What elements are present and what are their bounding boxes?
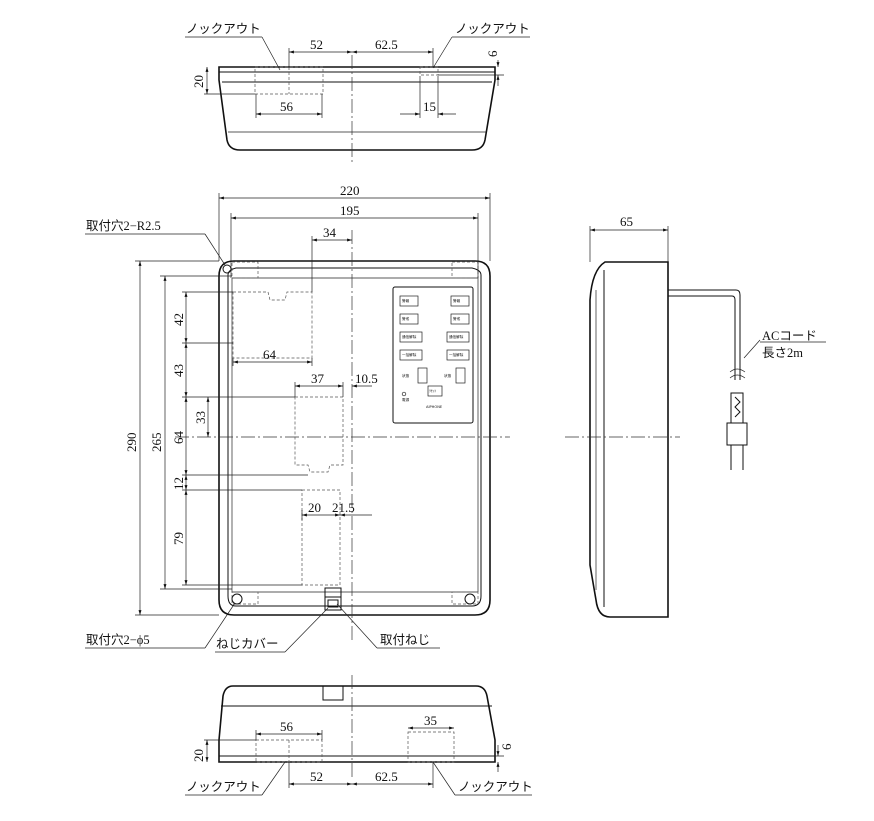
control-panel: 警報 警報 警戒 警戒 通信解除 通信解除 一括解除 一括解除 状態 状態 ﾘｾ… — [392, 286, 474, 424]
label-knockout-top-right: ノックアウト — [455, 22, 530, 36]
bottom-view: 56 35 20 6 52 62.5 ノックアウト ノックアウト — [185, 675, 533, 796]
dim-bottom-56: 56 — [280, 719, 294, 734]
panel-btn-4: 警戒 — [453, 316, 461, 321]
dim-bottom-20: 20 — [191, 749, 206, 762]
panel-btn-2: 警報 — [453, 298, 461, 303]
dim-top-62-5: 62.5 — [375, 37, 398, 52]
dim-bottom-52: 52 — [310, 769, 323, 784]
label-screw-cover: ねじカバー — [216, 637, 279, 651]
dim-height-265: 265 — [149, 433, 164, 453]
dim-height-290: 290 — [124, 433, 139, 453]
dim-33: 33 — [193, 411, 208, 424]
dim-79: 79 — [171, 532, 186, 545]
label-mount-hole-phi: 取付穴2−ϕ5 — [86, 632, 150, 647]
dim-12: 12 — [171, 477, 186, 490]
panel-brand: AIPHONE — [426, 405, 443, 409]
panel-btn-8: 一括解除 — [449, 352, 464, 357]
front-view: 警報 警報 警戒 警戒 通信解除 通信解除 一括解除 一括解除 状態 状態 ﾘｾ… — [85, 183, 510, 653]
panel-status-2: 状態 — [444, 373, 452, 378]
panel-reset: ﾘｾｯﾄ — [429, 388, 436, 393]
dim-64-vertical: 64 — [171, 431, 186, 445]
label-knockout-bottom-right: ノックアウト — [458, 780, 533, 794]
label-knockout-top-left: ノックアウト — [186, 22, 261, 36]
dim-top-6: 6 — [485, 50, 500, 57]
panel-power: 電源 — [402, 397, 410, 402]
dim-top-20: 20 — [191, 75, 206, 88]
dim-bottom-35: 35 — [424, 713, 437, 728]
dim-64: 64 — [263, 347, 277, 362]
dim-10-5: 10.5 — [355, 371, 378, 386]
dim-top-52: 52 — [310, 37, 323, 52]
dim-37: 37 — [311, 371, 325, 386]
dim-bottom-62-5: 62.5 — [375, 769, 398, 784]
panel-btn-3: 警戒 — [402, 316, 410, 321]
dim-width-195: 195 — [340, 203, 360, 218]
dim-21-5: 21.5 — [332, 500, 355, 515]
label-mount-screw: 取付ねじ — [380, 633, 430, 647]
dim-top-15: 15 — [423, 99, 436, 114]
dim-43: 43 — [171, 364, 186, 377]
dim-bottom-6: 6 — [499, 743, 514, 750]
dim-34: 34 — [323, 225, 337, 240]
panel-btn-5: 通信解除 — [402, 334, 417, 339]
panel-status-1: 状態 — [402, 373, 410, 378]
label-ac-cord: ACコード — [762, 329, 817, 343]
dim-depth-65: 65 — [620, 214, 633, 229]
label-mount-hole-r: 取付穴2−R2.5 — [86, 218, 161, 233]
dim-width-220: 220 — [340, 183, 360, 198]
label-cord-length: 長さ2m — [762, 346, 803, 360]
dim-20-front: 20 — [308, 500, 321, 515]
panel-btn-1: 警報 — [402, 298, 410, 303]
top-view: 52 62.5 56 15 20 6 ノックアウト ノックアウト — [185, 22, 530, 162]
label-knockout-bottom-left: ノックアウト — [186, 780, 261, 794]
power-led-icon — [401, 391, 407, 397]
panel-btn-7: 一括解除 — [402, 352, 417, 357]
dim-42: 42 — [171, 313, 186, 326]
dim-top-56: 56 — [280, 99, 294, 114]
panel-btn-6: 通信解除 — [449, 334, 464, 339]
side-view: 65 ACコード 長さ2m — [565, 214, 826, 618]
